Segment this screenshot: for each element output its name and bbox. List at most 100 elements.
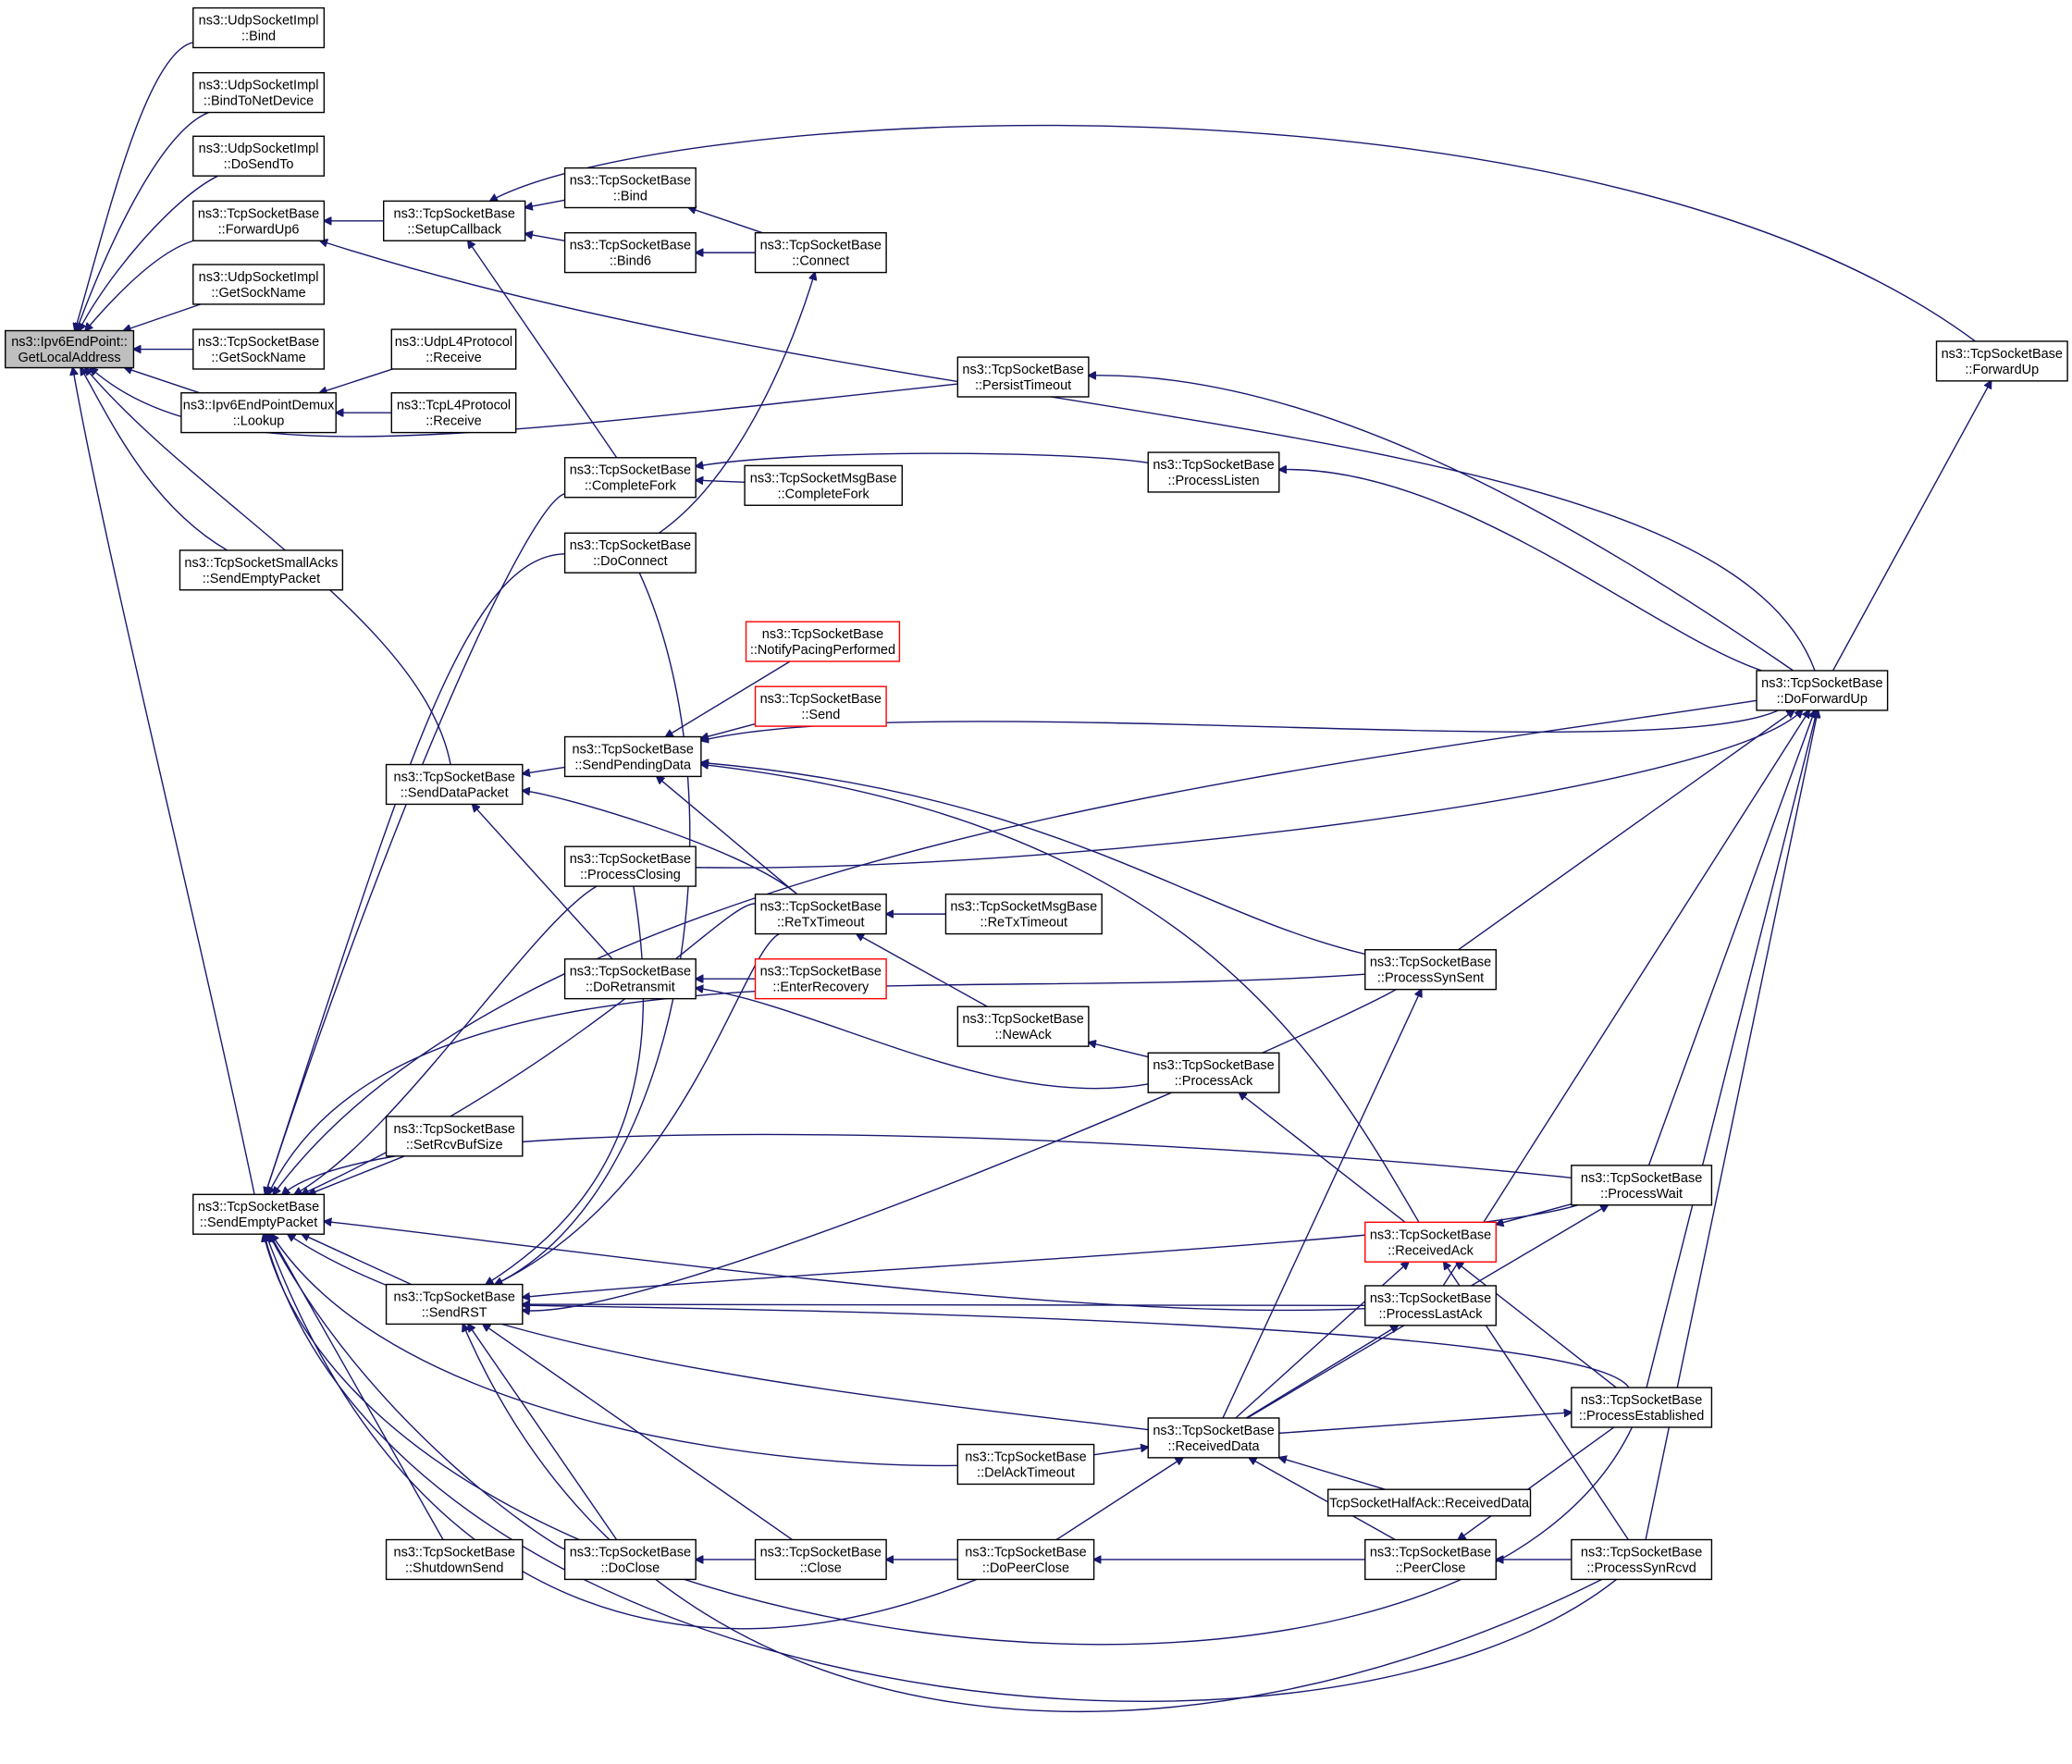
node-udp_bind[interactable]: ns3::UdpSocketImpl::Bind: [192, 6, 326, 49]
node-setupcb[interactable]: ns3::TcpSocketBase::SetupCallback: [383, 200, 526, 241]
node-tcp_connect[interactable]: ns3::TcpSocketBase::Connect: [754, 231, 887, 274]
node-label-proclastack-l2: ::ProcessLastAck: [1379, 1307, 1484, 1322]
node-enterrecovery[interactable]: ns3::TcpSocketBase::EnterRecovery: [754, 958, 887, 1000]
node-dopeerclose[interactable]: ns3::TcpSocketBase::DoPeerClose: [956, 1538, 1095, 1581]
node-notifypacing[interactable]: ns3::TcpSocketBase::NotifyPacingPerforme…: [745, 621, 901, 662]
node-box-msg_completefork: [744, 464, 903, 506]
node-tcpl4_recv[interactable]: ns3::TcpL4Protocol::Receive: [390, 392, 517, 434]
node-label-proclisten-l1: ns3::TcpSocketBase: [1153, 458, 1274, 473]
edge-sendrst-to-sendempty: [302, 1234, 412, 1286]
node-label-procestab-l2: ::ProcessEstablished: [1579, 1409, 1704, 1424]
edge-doforwardup-to-persist: [1089, 376, 1794, 672]
node-tcp_fwdup6[interactable]: ns3::TcpSocketBase::ForwardUp6: [192, 200, 326, 241]
node-udp_bindnd[interactable]: ns3::UdpSocketImpl::BindToNetDevice: [192, 71, 326, 114]
edge-doconnect-to-tcp_connect: [658, 273, 815, 534]
edge-recvdata-to-procestab: [1278, 1412, 1572, 1435]
edge-notifypacing-to-sendpending: [666, 660, 791, 737]
node-sendrst[interactable]: ns3::TcpSocketBase::SendRST: [385, 1283, 524, 1326]
edge-proclastack-to-sendempty: [324, 1221, 1365, 1312]
edge-recvdata-to-procsynsent: [1222, 990, 1422, 1419]
node-label-udpl4_recv-l1: ns3::UdpL4Protocol: [395, 335, 512, 350]
node-udpl4_recv[interactable]: ns3::UdpL4Protocol::Receive: [390, 328, 517, 370]
node-delack[interactable]: ns3::TcpSocketBase::DelAckTimeout: [956, 1443, 1095, 1486]
node-root[interactable]: ns3::Ipv6EndPoint::GetLocalAddress: [5, 329, 135, 369]
node-newack[interactable]: ns3::TcpSocketBase::NewAck: [956, 1005, 1090, 1047]
node-label-dopeerclose-l2: ::DoPeerClose: [982, 1560, 1069, 1575]
node-label-doforwardup-l1: ns3::TcpSocketBase: [1761, 676, 1882, 691]
node-doclose[interactable]: ns3::TcpSocketBase::DoClose: [563, 1538, 697, 1581]
node-shutdown[interactable]: ns3::TcpSocketBase::ShutdownSend: [385, 1538, 524, 1581]
node-setrcvbuf[interactable]: ns3::TcpSocketBase::SetRcvBufSize: [385, 1116, 524, 1157]
node-label-senddata-l2: ::SendDataPacket: [401, 785, 509, 800]
node-tcp_bind[interactable]: ns3::TcpSocketBase::Bind: [563, 167, 697, 209]
node-udp_dosendto[interactable]: ns3::UdpSocketImpl::DoSendTo: [192, 135, 326, 177]
edge-recvdata-to-proclastack: [1245, 1326, 1398, 1419]
node-completefork[interactable]: ns3::TcpSocketBase::CompleteFork: [563, 457, 697, 499]
node-label-persist-l1: ns3::TcpSocketBase: [962, 363, 1083, 377]
node-label-procwait-l2: ::ProcessWait: [1600, 1187, 1683, 1202]
node-box-procack: [1147, 1052, 1280, 1093]
node-procsynsent[interactable]: ns3::TcpSocketBase::ProcessSynSent: [1364, 949, 1498, 991]
node-senddata[interactable]: ns3::TcpSocketBase::SendDataPacket: [385, 763, 524, 806]
node-msg_completefork[interactable]: ns3::TcpSocketMsgBase::CompleteFork: [744, 464, 903, 506]
node-label-peerclose-l2: ::PeerClose: [1396, 1560, 1466, 1575]
node-msg_retx[interactable]: ns3::TcpSocketMsgBase::ReTxTimeout: [944, 893, 1103, 935]
node-label-tcpl4_recv-l2: ::Receive: [426, 414, 481, 429]
node-demux_lookup[interactable]: ns3::Ipv6EndPointDemux::Lookup: [180, 392, 337, 434]
node-halfack[interactable]: TcpSocketHalfAck::ReceivedData: [1327, 1488, 1532, 1517]
node-label-smallacks-l1: ns3::TcpSocketSmallAcks: [184, 556, 338, 571]
node-label-udpl4_recv-l2: ::Receive: [426, 351, 481, 365]
edge-procclosing-to-sendempty: [294, 885, 598, 1194]
edge-doforwardup-to-fwdup: [1832, 381, 1992, 672]
node-procclosing[interactable]: ns3::TcpSocketBase::ProcessClosing: [563, 845, 697, 887]
node-label-tcp_connect-l2: ::Connect: [792, 254, 849, 269]
node-label-demux_lookup-l1: ns3::Ipv6EndPointDemux: [183, 399, 335, 413]
node-procsynrcvd[interactable]: ns3::TcpSocketBase::ProcessSynRcvd: [1571, 1538, 1713, 1581]
edge-tcp_connect-to-tcp_bind: [688, 208, 763, 234]
node-doconnect[interactable]: ns3::TcpSocketBase::DoConnect: [563, 532, 697, 574]
edge-procwait-to-doforwardup: [1647, 710, 1815, 1166]
edges-layer: [73, 42, 1992, 1712]
node-label-notifypacing-l2: ::NotifyPacingPerformed: [750, 643, 895, 658]
edge-procack-to-doretransmit: [696, 988, 1149, 1090]
node-procestab[interactable]: ns3::TcpSocketBase::ProcessEstablished: [1571, 1387, 1713, 1428]
node-retx[interactable]: ns3::TcpSocketBase::ReTxTimeout: [754, 893, 887, 935]
edge-send-to-sendpending: [701, 722, 756, 739]
node-label-demux_lookup-l2: ::Lookup: [233, 414, 285, 429]
edge-procwait-to-recvack: [1496, 1203, 1572, 1225]
edge-tcp_bind-to-setupcb: [525, 199, 565, 207]
node-label-enterrecovery-l2: ::EnterRecovery: [772, 981, 870, 995]
node-recvack[interactable]: ns3::TcpSocketBase::ReceivedAck: [1364, 1221, 1498, 1263]
node-persist[interactable]: ns3::TcpSocketBase::PersistTimeout: [956, 356, 1090, 398]
node-send[interactable]: ns3::TcpSocketBase::Send: [754, 685, 887, 727]
node-sendempty[interactable]: ns3::TcpSocketBase::SendEmptyPacket: [192, 1193, 326, 1235]
node-label-procsynrcvd-l2: ::ProcessSynRcvd: [1586, 1560, 1696, 1575]
node-label-persist-l2: ::PersistTimeout: [975, 378, 1071, 393]
node-udp_getsock[interactable]: ns3::UdpSocketImpl::GetSockName: [192, 264, 326, 305]
node-proclastack[interactable]: ns3::TcpSocketBase::ProcessLastAck: [1364, 1285, 1498, 1326]
node-doretransmit[interactable]: ns3::TcpSocketBase::DoRetransmit: [563, 958, 697, 1000]
node-close[interactable]: ns3::TcpSocketBase::Close: [754, 1538, 887, 1581]
edge-procsynsent-to-sendrst: [523, 989, 1397, 1311]
node-peerclose[interactable]: ns3::TcpSocketBase::PeerClose: [1364, 1538, 1498, 1581]
node-label-procestab-l1: ns3::TcpSocketBase: [1581, 1393, 1702, 1408]
edge-setrcvbuf-to-sendempty: [308, 1155, 405, 1194]
node-label-peerclose-l1: ns3::TcpSocketBase: [1370, 1545, 1491, 1560]
node-box-recvdata: [1147, 1417, 1280, 1459]
node-procwait[interactable]: ns3::TcpSocketBase::ProcessWait: [1571, 1165, 1713, 1206]
node-label-setrcvbuf-l2: ::SetRcvBufSize: [406, 1138, 503, 1153]
node-procack[interactable]: ns3::TcpSocketBase::ProcessAck: [1147, 1052, 1280, 1093]
node-smallacks[interactable]: ns3::TcpSocketSmallAcks::SendEmptyPacket: [179, 549, 344, 591]
node-box-halfack: [1327, 1488, 1532, 1517]
node-recvdata[interactable]: ns3::TcpSocketBase::ReceivedData: [1147, 1417, 1280, 1459]
node-doforwardup[interactable]: ns3::TcpSocketBase::DoForwardUp: [1756, 670, 1889, 711]
node-box-proclisten: [1147, 451, 1280, 493]
node-proclisten[interactable]: ns3::TcpSocketBase::ProcessListen: [1147, 451, 1280, 493]
node-box-procwait: [1571, 1165, 1713, 1206]
node-sendpending[interactable]: ns3::TcpSocketBase::SendPendingData: [563, 735, 702, 778]
node-fwdup[interactable]: ns3::TcpSocketBase::ForwardUp: [1935, 340, 2068, 382]
node-label-udp_bind-l1: ns3::UdpSocketImpl: [199, 14, 319, 29]
node-tcp_getsock[interactable]: ns3::TcpSocketBase::GetSockName: [192, 328, 326, 370]
node-tcp_bind6[interactable]: ns3::TcpSocketBase::Bind6: [563, 231, 697, 274]
